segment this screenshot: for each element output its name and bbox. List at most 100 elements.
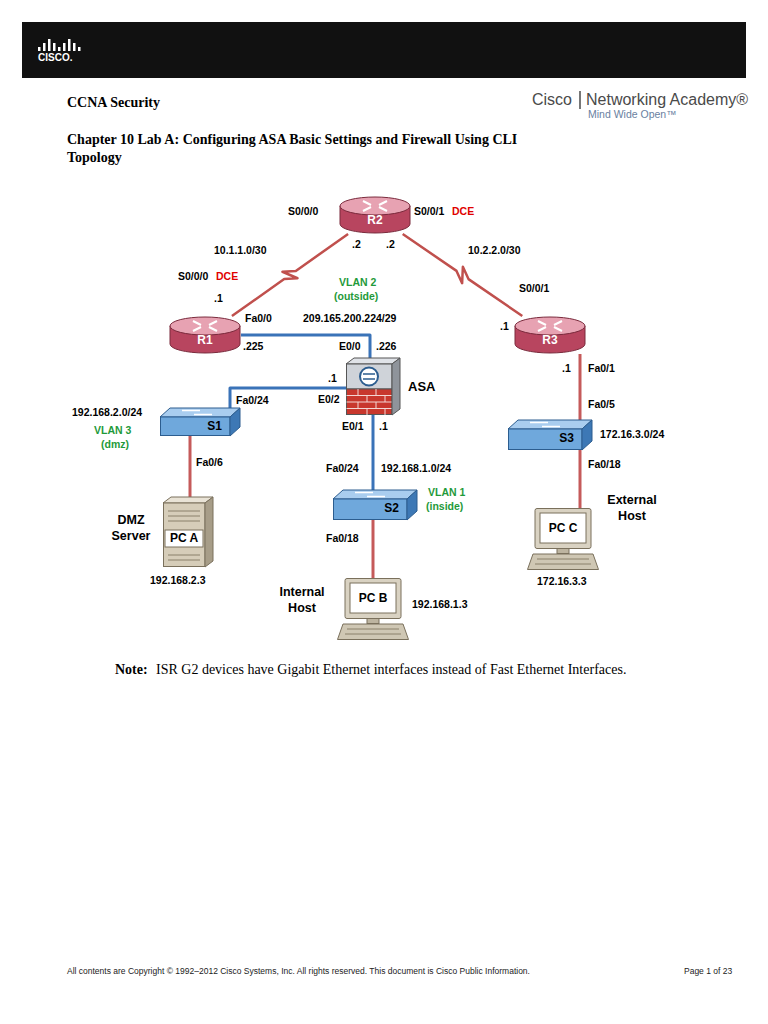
interface-label: .2 (352, 238, 361, 251)
switch-symbol (508, 420, 592, 450)
separator-line (579, 91, 581, 109)
icon-part (340, 197, 410, 215)
interface-label: E0/2 (318, 393, 340, 406)
device-name: R1 (169, 333, 241, 347)
icon-part (347, 389, 393, 415)
icon-part (345, 629, 401, 634)
interface-label: .2 (386, 238, 395, 251)
icon-part (528, 554, 599, 570)
ethernet-link (579, 354, 582, 420)
academy-brand: Networking Academy® (586, 90, 748, 109)
interface-label: Fa0/1 (588, 362, 615, 375)
interface-label: Fa0/24 (326, 462, 359, 475)
icon-part (193, 321, 217, 331)
lab-title: Chapter 10 Lab A: Configuring ASA Basic … (67, 131, 517, 148)
interface-label: VLAN 1 (428, 486, 465, 499)
course-name: CCNA Security (67, 94, 160, 111)
interface-label: 192.168.1.0/24 (381, 462, 451, 475)
icon-part (165, 530, 203, 547)
interface-label: Fa0/0 (245, 312, 272, 325)
interface-label: VLAN 2 (339, 276, 376, 289)
icon-part (334, 499, 408, 520)
icon-part (333, 490, 417, 499)
logo-text: CISCO. (38, 52, 72, 64)
interface-label: .226 (376, 340, 396, 353)
interface-label: External Host (602, 492, 662, 524)
icon-part (347, 389, 393, 415)
interface-label: .1 (500, 320, 509, 333)
interface-label: VLAN 3 (94, 424, 131, 437)
interface-label: DMZ Server (102, 512, 160, 544)
icon-part (170, 317, 240, 335)
interface-label: 172.16.3.0/24 (600, 428, 664, 441)
icon-part (338, 624, 409, 640)
icon-part (509, 429, 583, 450)
icon-part (346, 358, 400, 364)
interface-label: E0/0 (339, 340, 361, 353)
link-label: 10.1.1.0/30 (214, 244, 267, 257)
icon-part (350, 583, 396, 613)
logo-bar (48, 39, 51, 51)
device-name: PC B (350, 591, 396, 605)
footer-text: All contents are Copyright © 1992–2012 C… (67, 966, 530, 977)
icon-part (582, 420, 592, 450)
icon-part (161, 417, 231, 436)
ethernet-link (372, 415, 375, 490)
interface-label: (inside) (426, 500, 463, 513)
logo-bar-group (38, 39, 81, 51)
icon-part (407, 490, 417, 520)
router-node: R3 (514, 316, 586, 354)
interface-label: Fa0/6 (196, 456, 223, 469)
icon-part (515, 317, 585, 335)
footer-text: Page 1 of 23 (684, 966, 732, 977)
logo-bar (58, 47, 61, 51)
server-node: PC A (163, 497, 213, 567)
interface-label: 172.16.3.3 (537, 575, 587, 588)
icon-part (508, 420, 592, 429)
ethernet-link (189, 436, 192, 497)
icon-part (360, 368, 378, 386)
switch-symbol (333, 490, 417, 520)
interface-label: 192.168.2.0/24 (72, 406, 142, 419)
note-text: Note: (115, 661, 148, 678)
interface-label: Fa0/24 (236, 394, 269, 407)
academy-separator (578, 90, 582, 110)
interface-label: (outside) (334, 290, 378, 303)
icon-part (538, 321, 562, 331)
interface-label: .1 (328, 372, 337, 385)
logo-bar (43, 43, 46, 51)
logo-bar (53, 43, 56, 51)
tagline: Mind Wide Open™ (588, 108, 677, 121)
pc-symbol (527, 508, 599, 570)
interface-label: 192.168.1.3 (412, 598, 467, 611)
icon-part (392, 358, 400, 415)
interface-label: .225 (243, 340, 263, 353)
pc-node: PC C (527, 508, 599, 570)
interface-label: Fa0/18 (326, 532, 359, 545)
asa-symbol (346, 358, 400, 415)
interface-label: 209.165.200.224/29 (303, 312, 396, 325)
serial-link (403, 234, 523, 316)
interface-label: S0/0/0 (178, 270, 208, 283)
logo-bar (38, 47, 41, 51)
device-name: ASA (408, 379, 435, 394)
interface-label: Internal Host (272, 584, 332, 616)
device-name: PC A (165, 531, 203, 545)
device-name: R2 (339, 213, 411, 227)
icon-part (355, 493, 385, 497)
pc-symbol (337, 578, 409, 640)
interface-label: S0/0/0 (288, 205, 318, 218)
logo-bars (38, 36, 86, 52)
icon-part (363, 374, 375, 379)
interface-label: 192.168.2.3 (150, 574, 205, 587)
academy-brand: Cisco (532, 90, 572, 109)
icon-part (347, 364, 393, 389)
device-name: S3 (508, 431, 574, 445)
switch-node: S2 (333, 490, 417, 520)
icon-part (164, 503, 206, 567)
icon-part (530, 423, 560, 427)
switch-symbol (160, 408, 240, 436)
switch-node: S1 (160, 408, 240, 436)
interface-label: S0/0/1 (414, 205, 444, 218)
